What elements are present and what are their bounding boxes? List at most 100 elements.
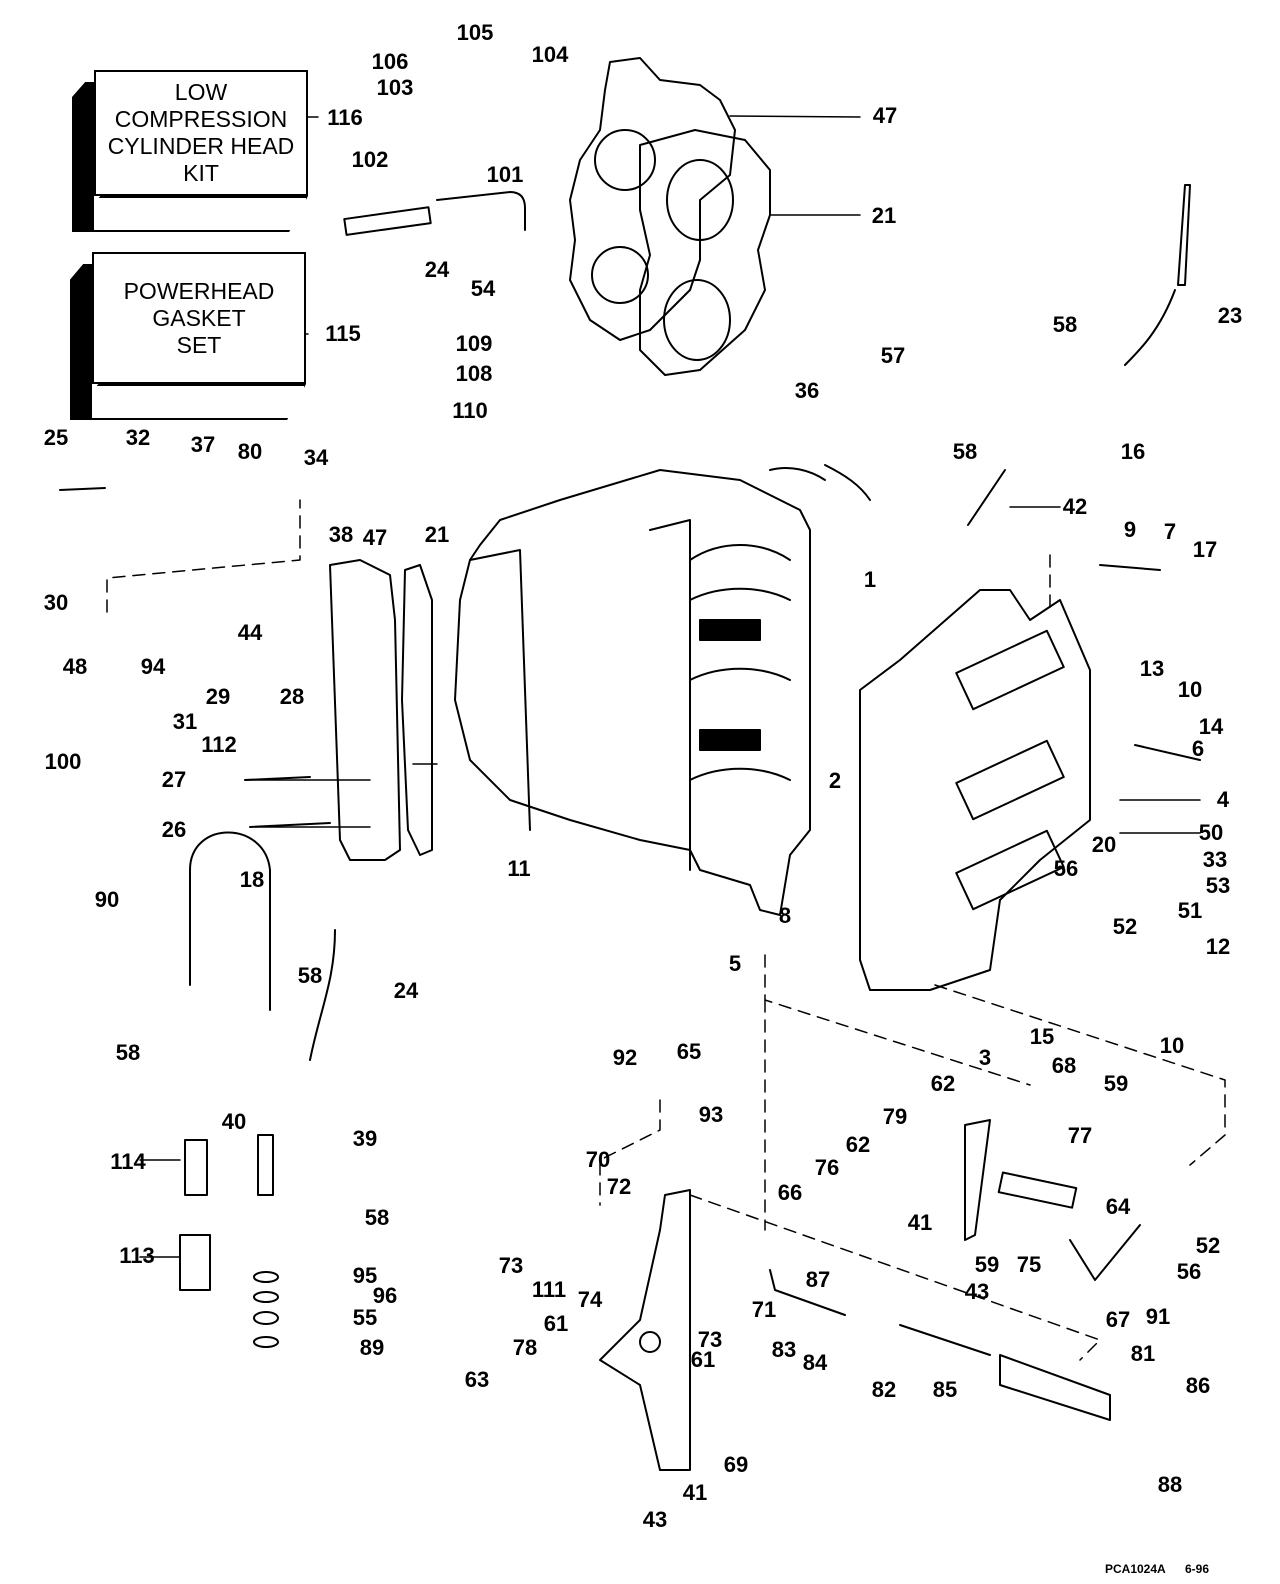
callout-100[interactable]: 100 [44,749,82,774]
callout-82[interactable]: 82 [871,1377,897,1402]
callout-73[interactable]: 73 [697,1327,723,1352]
callout-38[interactable]: 38 [328,522,354,547]
cylinder-block[interactable] [454,469,811,916]
callout-44[interactable]: 44 [237,620,263,645]
callout-74[interactable]: 74 [577,1287,603,1312]
callout-24[interactable]: 24 [424,257,450,282]
exhaust-gasket[interactable] [401,564,433,856]
callout-5[interactable]: 5 [728,951,742,976]
callout-59[interactable]: 59 [1103,1071,1129,1096]
lever-79[interactable] [964,1119,991,1241]
callout-7[interactable]: 7 [1163,519,1177,544]
callout-18[interactable]: 18 [239,867,265,892]
callout-24[interactable]: 24 [393,978,419,1003]
callout-105[interactable]: 105 [456,20,494,45]
callout-29[interactable]: 29 [205,684,231,709]
washers[interactable] [253,1271,279,1348]
hose-24-left[interactable] [309,929,336,1061]
callout-89[interactable]: 89 [359,1335,385,1360]
callout-21[interactable]: 21 [871,203,897,228]
callout-21[interactable]: 21 [424,522,450,547]
callout-50[interactable]: 50 [1198,820,1224,845]
fitting-40[interactable] [257,1134,274,1196]
callout-113[interactable]: 113 [119,1243,155,1268]
callout-80[interactable]: 80 [237,439,263,464]
callout-63[interactable]: 63 [464,1367,490,1392]
callout-11[interactable]: 11 [507,856,531,881]
callout-58[interactable]: 58 [297,963,323,988]
callout-64[interactable]: 64 [1105,1194,1131,1219]
callout-58[interactable]: 58 [1052,312,1078,337]
callout-94[interactable]: 94 [140,654,166,679]
callout-40[interactable]: 40 [221,1109,247,1134]
throttle-shaft-81[interactable] [999,1354,1111,1421]
callout-54[interactable]: 54 [470,276,496,301]
callout-30[interactable]: 30 [43,590,69,615]
callout-20[interactable]: 20 [1091,832,1117,857]
callout-62[interactable]: 62 [845,1132,871,1157]
callout-48[interactable]: 48 [62,654,88,679]
crankcase-cover[interactable] [859,589,1091,991]
callout-59[interactable]: 59 [974,1252,1000,1277]
callout-56[interactable]: 56 [1176,1259,1202,1284]
callout-95[interactable]: 95 [352,1263,378,1288]
callout-14[interactable]: 14 [1198,714,1224,739]
callout-9[interactable]: 9 [1123,517,1137,542]
callout-10[interactable]: 10 [1159,1033,1185,1058]
callout-76[interactable]: 76 [814,1155,840,1180]
callout-85[interactable]: 85 [932,1377,958,1402]
callout-58[interactable]: 58 [952,439,978,464]
callout-111[interactable]: 111 [531,1277,567,1302]
callout-43[interactable]: 43 [964,1279,990,1304]
link-rod-82[interactable] [899,1324,991,1356]
callout-109[interactable]: 109 [455,331,493,356]
callout-115[interactable]: 115 [325,321,361,346]
bolt-25[interactable] [59,487,106,491]
callout-103[interactable]: 103 [376,75,414,100]
callout-8[interactable]: 8 [778,903,792,928]
callout-75[interactable]: 75 [1016,1252,1042,1277]
callout-73[interactable]: 73 [498,1253,524,1278]
callout-61[interactable]: 61 [543,1311,569,1336]
callout-87[interactable]: 87 [805,1267,831,1292]
callout-47[interactable]: 47 [872,103,898,128]
callout-3[interactable]: 3 [978,1045,992,1070]
callout-34[interactable]: 34 [303,445,329,470]
powerhead-gasket-set[interactable]: POWERHEAD GASKET SET [70,252,306,420]
callout-112[interactable]: 112 [201,732,237,757]
callout-41[interactable]: 41 [682,1480,708,1505]
throttle-arm-69[interactable] [599,1189,691,1471]
callout-104[interactable]: 104 [531,42,569,67]
callout-58[interactable]: 58 [364,1205,390,1230]
bolt-7[interactable] [1099,564,1161,571]
hose-57[interactable] [769,464,871,501]
callout-102[interactable]: 102 [351,147,389,172]
callout-101[interactable]: 101 [486,162,524,187]
hose-42[interactable] [967,469,1006,526]
callout-13[interactable]: 13 [1139,656,1165,681]
sleeve-113[interactable] [179,1234,211,1291]
callout-70[interactable]: 70 [585,1147,611,1172]
rod-67[interactable] [1069,1224,1141,1281]
callout-65[interactable]: 65 [676,1039,702,1064]
callout-36[interactable]: 36 [794,378,820,403]
callout-31[interactable]: 31 [172,709,198,734]
cylinder-head-top[interactable] [569,57,736,341]
callout-106[interactable]: 106 [371,49,409,74]
callout-12[interactable]: 12 [1205,934,1231,959]
callout-27[interactable]: 27 [161,767,187,792]
callout-4[interactable]: 4 [1216,787,1230,812]
callout-52[interactable]: 52 [1195,1233,1221,1258]
callout-23[interactable]: 23 [1217,303,1243,328]
callout-116[interactable]: 116 [327,105,363,130]
link-68[interactable] [997,1171,1078,1209]
callout-86[interactable]: 86 [1185,1373,1211,1398]
callout-71[interactable]: 71 [751,1297,777,1322]
callout-39[interactable]: 39 [352,1126,378,1151]
link-rod-83[interactable] [769,1269,846,1316]
head-gasket-top[interactable] [639,129,771,376]
callout-47[interactable]: 47 [362,525,388,550]
callout-91[interactable]: 91 [1145,1304,1171,1329]
callout-43[interactable]: 43 [642,1507,668,1532]
callout-51[interactable]: 51 [1177,898,1203,923]
